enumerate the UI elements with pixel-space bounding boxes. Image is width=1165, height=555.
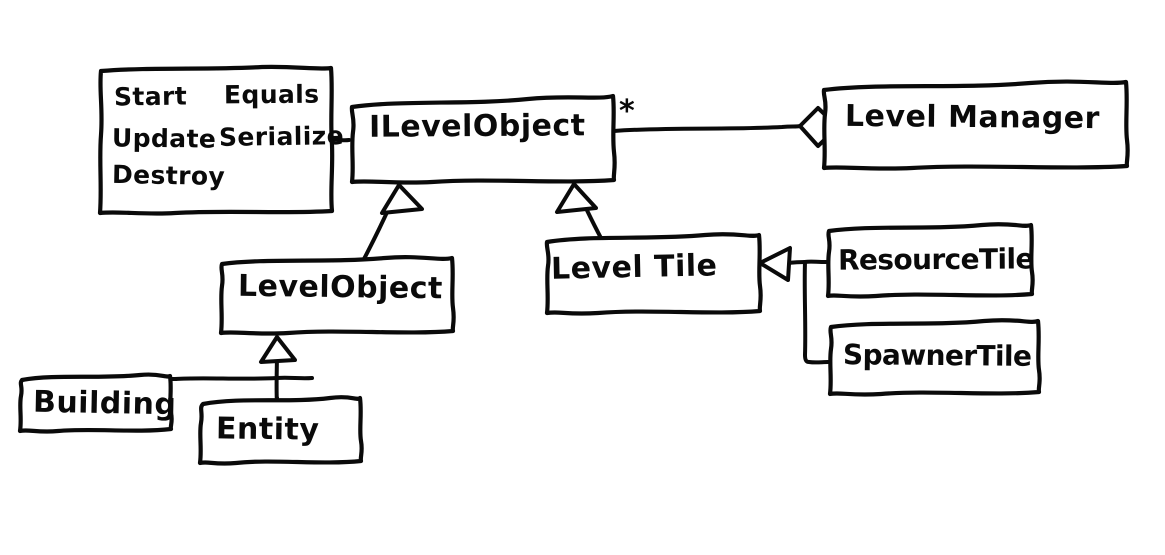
levelmanager-box[interactable]: [821, 79, 1130, 171]
method-label-destroy: Destroy: [111, 159, 226, 192]
class-label-building: Building: [32, 384, 177, 423]
ilevelobject-box[interactable]: [349, 93, 617, 185]
connector-ilevelobject-to-levelmanager: [612, 124, 802, 133]
method-label-equals: Equals: [223, 79, 320, 110]
class-label-entity: Entity: [215, 411, 320, 448]
spawnertile-box[interactable]: [827, 318, 1042, 397]
levelobject-box[interactable]: [218, 255, 456, 336]
generalization-triangle-levelobject: [380, 183, 424, 215]
class-label-ilevelobject: ILevelObject: [368, 108, 586, 145]
generalization-triangle-tiles: [758, 246, 792, 282]
building-box[interactable]: [17, 372, 174, 434]
class-label-levelobject: LevelObject: [237, 268, 444, 307]
methods-note-box[interactable]: [97, 64, 335, 216]
class-label-leveltile: Level Tile: [550, 248, 718, 287]
entity-box[interactable]: [197, 395, 364, 466]
connector-building-entity-crossbar: [173, 375, 314, 381]
generalization-triangle-levelobject-children: [259, 335, 297, 364]
resourcetile-box[interactable]: [825, 222, 1035, 299]
method-label-serialize: Serialize: [218, 121, 345, 152]
leveltile-box[interactable]: [544, 232, 763, 316]
class-label-resourcetile: ResourceTile: [837, 242, 1034, 277]
connector-spawnertile-trunk: [802, 260, 830, 365]
class-label-levelmanager: Level Manager: [844, 98, 1101, 137]
box-layer: [17, 64, 1130, 466]
multiplicity-label-star: *: [619, 94, 635, 129]
class-label-spawnertile: SpawnerTile: [842, 338, 1032, 373]
method-label-start: Start: [113, 81, 188, 112]
method-label-update: Update: [111, 123, 217, 154]
generalization-triangle-leveltile: [555, 182, 598, 214]
